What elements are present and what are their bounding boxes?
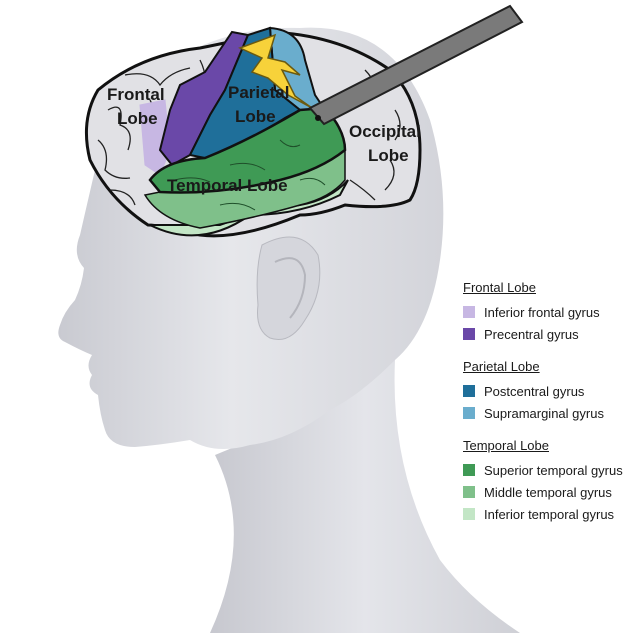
legend-label: Postcentral gyrus	[484, 383, 585, 399]
legend-swatch	[463, 328, 475, 340]
superior-temporal-gyrus-region	[148, 106, 347, 194]
legend-heading-temporal: Temporal Lobe	[463, 438, 549, 453]
legend-swatch	[463, 407, 475, 419]
legend-item: Postcentral gyrus	[463, 380, 638, 402]
legend-group-frontal: Frontal Lobe Inferior frontal gyrus Prec…	[463, 280, 638, 345]
legend-item: Superior temporal gyrus	[463, 459, 638, 481]
lightning-bolt-icon	[238, 33, 313, 109]
legend-swatch	[463, 306, 475, 318]
legend-item: Precentral gyrus	[463, 323, 638, 345]
legend-item: Inferior frontal gyrus	[463, 301, 638, 323]
temporal-sulci	[174, 139, 326, 211]
legend-item: Supramarginal gyrus	[463, 402, 638, 424]
parietal-lobe-label-line2: Lobe	[235, 107, 276, 126]
frontal-lobe-label-line1: Frontal	[107, 85, 165, 104]
electrode-probe	[308, 4, 524, 126]
legend-swatch	[463, 464, 475, 476]
legend-heading-frontal: Frontal Lobe	[463, 280, 536, 295]
legend-label: Supramarginal gyrus	[484, 405, 604, 421]
legend-heading-parietal: Parietal Lobe	[463, 359, 540, 374]
legend-label: Superior temporal gyrus	[484, 462, 623, 478]
legend-group-temporal: Temporal Lobe Superior temporal gyrus Mi…	[463, 438, 638, 525]
legend: Frontal Lobe Inferior frontal gyrus Prec…	[463, 280, 638, 539]
occipital-lobe-label-line1: Occipital	[349, 122, 421, 141]
legend-label: Middle temporal gyrus	[484, 484, 612, 500]
legend-label: Inferior frontal gyrus	[484, 304, 600, 320]
legend-item: Inferior temporal gyrus	[463, 503, 638, 525]
temporal-lobe-label: Temporal Lobe	[167, 176, 288, 195]
ear	[256, 236, 321, 340]
legend-swatch	[463, 385, 475, 397]
legend-label: Inferior temporal gyrus	[484, 506, 615, 522]
legend-swatch	[463, 508, 475, 520]
frontal-lobe-label-line2: Lobe	[117, 109, 158, 128]
inferior-frontal-gyrus-region	[139, 99, 171, 176]
legend-label: Precentral gyrus	[484, 326, 579, 342]
ear-inner	[274, 257, 307, 319]
legend-item: Middle temporal gyrus	[463, 481, 638, 503]
legend-group-parietal: Parietal Lobe Postcentral gyrus Supramar…	[463, 359, 638, 424]
occipital-lobe-label-line2: Lobe	[368, 146, 409, 165]
legend-swatch	[463, 486, 475, 498]
parietal-lobe-label-line1: Parietal	[228, 83, 289, 102]
